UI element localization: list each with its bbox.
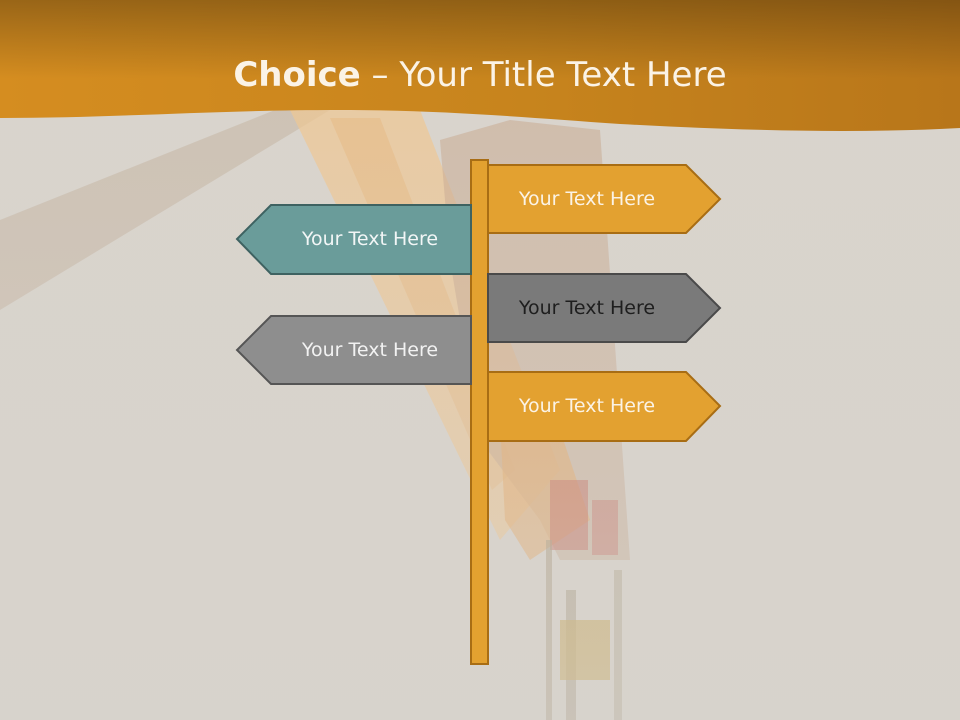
sign-arrow-5-shape (487, 371, 722, 442)
sign-arrow-3-shape (487, 273, 722, 343)
sign-arrow-1-label: Your Text Here (518, 188, 656, 210)
sign-arrow-4-shape (235, 315, 472, 385)
title-bold: Choice (233, 55, 361, 95)
sign-arrow-2-label: Your Text Here (301, 228, 439, 250)
sign-arrow-4-label: Your Text Here (301, 339, 439, 361)
sign-arrow-2-shape (235, 204, 472, 275)
title-dash: – (360, 55, 400, 95)
signpost-post (470, 159, 489, 665)
sign-arrow-1-shape (487, 164, 722, 234)
title-text: Your Title Text Here (399, 55, 727, 95)
sign-arrow-3-label: Your Text Here (518, 297, 656, 319)
sign-arrow-5-label: Your Text Here (518, 395, 656, 417)
slide-title: Choice – Your Title Text Here (0, 52, 960, 98)
